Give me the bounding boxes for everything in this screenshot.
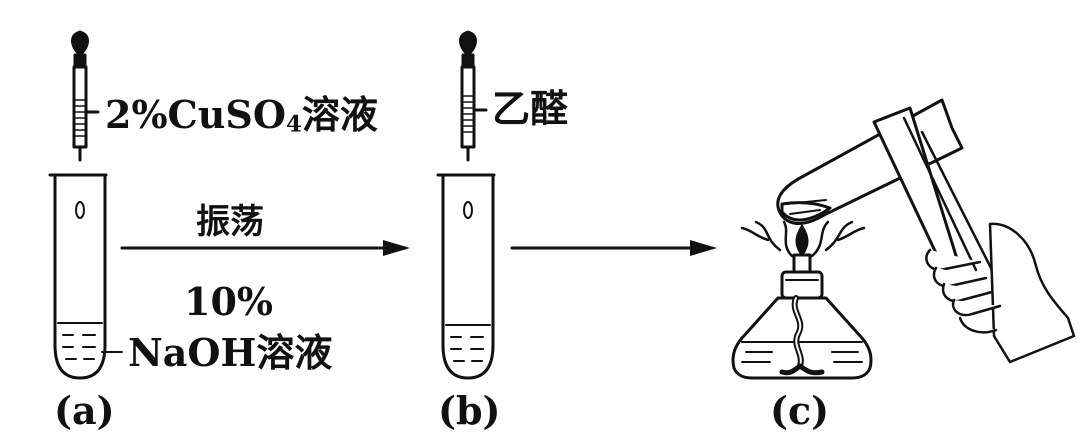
hand — [925, 222, 1076, 364]
test-tube-a — [48, 173, 123, 380]
label-naoh-solution: NaOH溶液 — [128, 330, 333, 375]
label-shake: 振荡 — [196, 202, 264, 242]
dropper-b — [459, 30, 488, 162]
panel-label-a: (a) — [54, 388, 115, 433]
arrow-heat — [510, 240, 717, 256]
test-tube-holder — [872, 106, 994, 272]
panel-label-b: (b) — [438, 388, 501, 433]
dropper-a — [71, 30, 100, 162]
test-tube-b — [436, 173, 496, 380]
label-concentration: 10% — [184, 279, 273, 324]
label-cuso4-solution: 2%CuSO4溶液 — [105, 92, 378, 138]
alcohol-lamp — [731, 253, 873, 380]
label-acetaldehyde: 乙醛 — [492, 86, 569, 131]
panel-label-c: (c) — [770, 388, 830, 433]
arrow-shake — [120, 240, 410, 256]
flame — [740, 220, 866, 258]
